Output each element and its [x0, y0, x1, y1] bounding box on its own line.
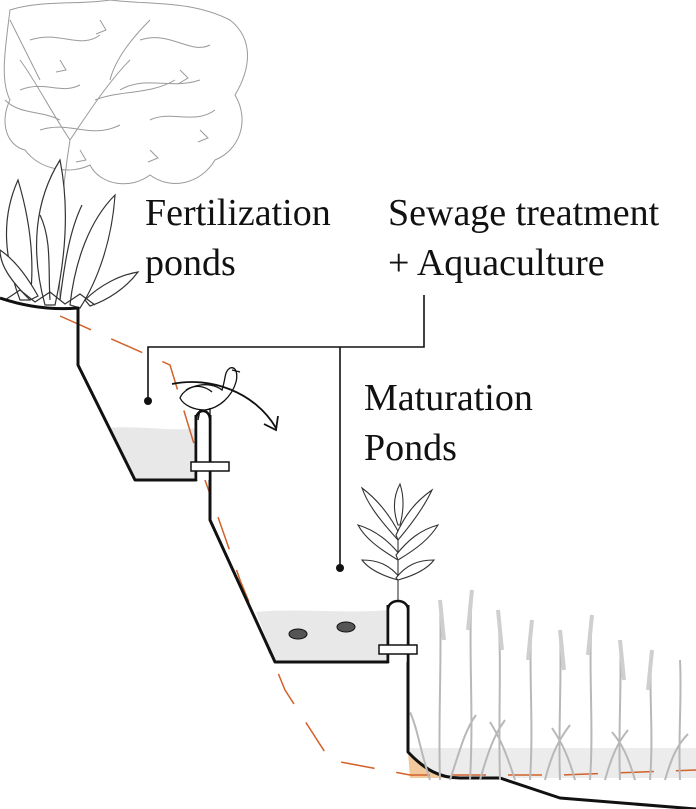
label-maturation-ponds: Maturation Ponds: [364, 373, 533, 473]
reed-grass-icon: [409, 589, 689, 781]
label-sewage-line2: + Aquaculture: [388, 242, 605, 284]
weir-upper: [190, 409, 230, 480]
weir-lower: [378, 599, 418, 662]
sediment: [408, 752, 445, 778]
label-sewage-line1: Sewage treatment: [388, 192, 660, 234]
label-fertilization-line1: Fertilization: [145, 192, 331, 234]
fish-icon: [288, 621, 356, 640]
label-maturation-line2: Ponds: [364, 427, 457, 469]
palm-plant-icon: [356, 482, 440, 600]
label-leaders: [144, 295, 425, 572]
leafy-shrub-icon: [0, 158, 140, 309]
label-sewage-treatment: Sewage treatment + Aquaculture: [388, 188, 659, 288]
flow-arrow-icon: [171, 381, 279, 432]
maturation-pond-water: [256, 610, 388, 662]
label-fertilization-line2: ponds: [145, 242, 236, 284]
groundwater-line: [59, 315, 696, 776]
tree-icon: [3, 0, 248, 301]
label-maturation-line1: Maturation: [364, 377, 533, 419]
label-fertilization-ponds: Fertilization ponds: [145, 188, 331, 288]
duck-icon: [179, 367, 241, 421]
